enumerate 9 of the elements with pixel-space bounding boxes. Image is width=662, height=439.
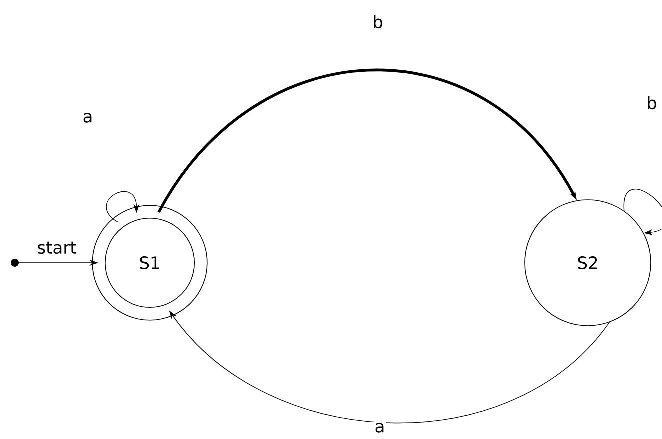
edge-label: a <box>82 112 94 124</box>
arrow <box>158 69 577 214</box>
edge-label: start <box>36 240 78 256</box>
edge-label: b <box>646 95 658 111</box>
edge-label: a <box>374 422 386 434</box>
start-dot <box>11 259 19 267</box>
self-loop-arrow <box>624 189 662 236</box>
self-loop-arrow <box>106 191 140 223</box>
edge-label: b <box>372 14 384 30</box>
